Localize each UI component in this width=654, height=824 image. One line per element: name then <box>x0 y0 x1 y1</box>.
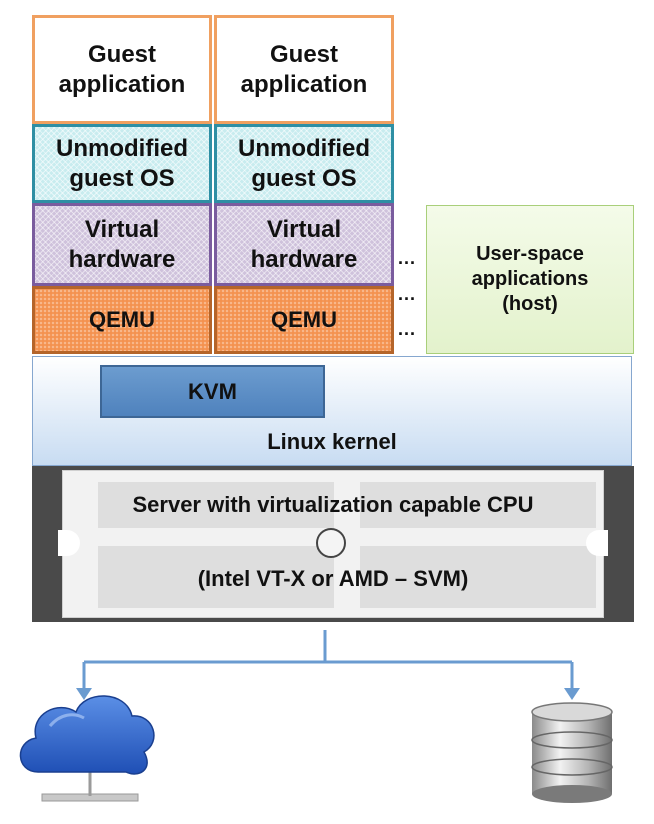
kvm-module: KVM <box>100 365 325 418</box>
user-space-applications: User-space applications (host) <box>426 205 634 354</box>
server-slot-top-left <box>98 482 334 528</box>
virtual-hardware-1: Virtual hardware <box>32 203 212 286</box>
database-icon <box>531 702 613 803</box>
guest-application-1: Guest application <box>32 15 212 124</box>
ellipsis-hardware: ... <box>398 248 417 268</box>
server-slot-bottom-left <box>98 546 334 608</box>
guest-os-1: Unmodified guest OS <box>32 124 212 203</box>
virtual-hardware-2: Virtual hardware <box>214 203 394 286</box>
arrow-right-icon <box>564 688 580 700</box>
qemu-1: QEMU <box>32 286 212 354</box>
power-button-icon <box>316 528 346 558</box>
ellipsis-qemu: ... <box>398 319 417 339</box>
connector-lines <box>82 630 574 692</box>
guest-application-2: Guest application <box>214 15 394 124</box>
guest-os-2: Unmodified guest OS <box>214 124 394 203</box>
server-notch-left <box>58 530 80 556</box>
server-slot-bottom-right <box>360 546 596 608</box>
server-notch-right <box>586 530 608 556</box>
server-slot-top-right <box>360 482 596 528</box>
ellipsis-middle: ... <box>398 284 417 304</box>
arrow-left-icon <box>76 688 92 700</box>
server-hardware: Server with virtualization capable CPU (… <box>32 466 634 622</box>
server-title: Server with virtualization capable CPU <box>132 492 534 517</box>
cloud-network-icon <box>19 695 155 802</box>
qemu-2: QEMU <box>214 286 394 354</box>
server-cpu-types: (Intel VT-X or AMD – SVM) <box>197 566 469 591</box>
